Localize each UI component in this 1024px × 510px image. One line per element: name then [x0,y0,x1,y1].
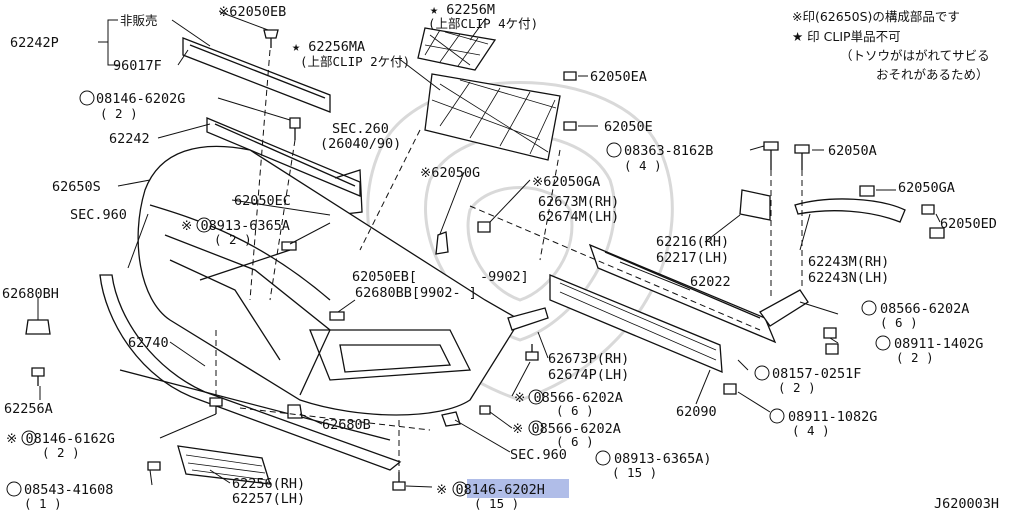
clips-and-bolts [25,29,945,491]
label-62242[interactable]: 62242 [109,131,150,147]
label-62256[interactable]: 62256(RH) [232,476,305,492]
bracket-62050G [435,231,449,255]
label-08157-0251F-qty: ( 2 ) [778,380,816,395]
label-62740[interactable]: 62740 [128,335,169,351]
label-08566-6202A-m1[interactable]: ※ 08566-6202A [514,390,623,406]
label-62674M[interactable]: 62674M(LH) [538,209,619,225]
label-9902: -9902] [480,269,529,285]
label-08363-8162B-qty: ( 4 ) [624,158,662,173]
label-62050EA[interactable]: 62050EA [590,69,647,85]
label-62090[interactable]: 62090 [676,404,717,420]
lower-lip-62740 [99,274,402,471]
label-62256MA[interactable]: ★ 62256MA [292,39,365,55]
label-sec260-sub: (26040/90) [320,136,401,152]
label-62256MA-sub: (上部CLIP 2ケ付) [300,54,410,69]
upper-grille-62256M [417,27,497,71]
note-line-4: おそれがあるため） [876,67,989,82]
label-08146-6202G[interactable]: 08146-6202G [96,91,185,107]
label-62257[interactable]: 62257(LH) [232,491,305,507]
label-62673M[interactable]: 62673M(RH) [538,194,619,210]
label-08363-8162B[interactable]: 08363-8162B [624,143,713,159]
label-08566-6202A-right-qty: ( 6 ) [880,315,918,330]
label-62673P[interactable]: 62673P(RH) [548,351,629,367]
label-08911-1402G-qty: ( 2 ) [896,350,934,365]
label-62256M[interactable]: ★ 62256M [430,2,495,18]
label-08543-41608[interactable]: 08543-41608 [24,482,113,498]
label-08913-6365A-bottom-qty: ( 15 ) [612,465,657,480]
note-line-2: ★ 印 CLIP単品不可 [792,29,901,44]
label-08913-6365A-top-qty: ( 2 ) [214,232,252,247]
label-08913-6365A-top[interactable]: ※ 08913-6365A [181,218,290,234]
label-08911-1402G[interactable]: 08911-1402G [894,336,983,352]
label-62022[interactable]: 62022 [690,274,731,290]
side-bracket [759,289,809,327]
label-62217[interactable]: 62217(LH) [656,250,729,266]
label-62243M[interactable]: 62243M(RH) [808,254,889,270]
label-62256A[interactable]: 62256A [4,401,53,417]
label-62216[interactable]: 62216(RH) [656,234,729,250]
label-hihanbai: 非販売 [120,13,158,28]
label-08146-6162G[interactable]: ※ 08146-6162G [6,431,115,447]
absorber-62090 [549,274,723,374]
label-sec960-left[interactable]: SEC.960 [70,207,127,223]
reinforcement-bar-62242P [182,37,331,113]
label-62050ED[interactable]: 62050ED [940,216,997,232]
label-62674P[interactable]: 62674P(LH) [548,367,629,383]
label-08146-6202H-qty: ( 15 ) [474,496,519,510]
label-62050GA-mid[interactable]: ※62050GA [532,174,600,190]
label-62050GA-right[interactable]: 62050GA [898,180,955,196]
label-08911-1082G[interactable]: 08911-1082G [788,409,877,425]
label-08566-6202A-m2-qty: ( 6 ) [556,434,594,449]
label-62050EC[interactable]: 62050EC [234,193,291,209]
label-62050EB-mid[interactable]: 62050EB[ [352,269,417,285]
diagram-id: J620003H [934,496,999,510]
legend-notes: ※印(62650S)の構成部品です ★ 印 CLIP単品不可 （トソウがはがれて… [792,9,990,82]
bumper-fascia-62650S [137,145,521,416]
label-08157-0251F[interactable]: 08157-0251F [772,366,861,382]
label-62650S[interactable]: 62650S [52,179,101,195]
label-62680BB[interactable]: 62680BB[9902- ] [355,285,477,301]
reinforcement-62022 [588,243,777,344]
selection-highlight [467,479,569,498]
label-sec260[interactable]: SEC.260 [332,121,389,137]
label-62256M-sub: (上部CLIP 4ケ付) [428,16,538,31]
lower-grille-62256MA [424,73,561,161]
trim-62673P [507,307,549,331]
label-08911-1082G-qty: ( 4 ) [792,423,830,438]
label-08146-6202H[interactable]: ※ 08146-6202H [436,482,545,498]
label-62680BH[interactable]: 62680BH [2,286,59,302]
label-62242P[interactable]: 62242P [10,35,59,51]
fog-cover-62256 [177,445,271,485]
bracket-62243M [794,198,906,223]
reinforcement-bar-62242 [206,117,363,215]
label-sec960-bottom[interactable]: SEC.960 [510,447,567,463]
label-08913-6365A-bottom[interactable]: 08913-6365A) [614,451,712,467]
label-08566-6202A-m1-qty: ( 6 ) [556,403,594,418]
label-08543-41608-qty: ( 1 ) [24,496,62,510]
label-62050E[interactable]: 62050E [604,119,653,135]
circled-prefixes [6,90,891,497]
label-62680B[interactable]: 62680B [322,417,371,433]
note-line-3: （トソウがはがれてサビる [840,48,990,63]
label-62243N[interactable]: 62243N(LH) [808,270,889,286]
bracket-62216 [739,189,771,221]
label-08566-6202A-right[interactable]: 08566-6202A [880,301,969,317]
label-62050G[interactable]: ※62050G [420,165,480,181]
note-line-1: ※印(62650S)の構成部品です [792,9,960,24]
part-labels: 62242P 非販売 96017F ※62050EB ★ 62256M (上部C… [2,2,997,510]
leader-lines [37,11,941,488]
label-08566-6202A-m2[interactable]: ※ 08566-6202A [512,421,621,437]
label-08146-6162G-qty: ( 2 ) [42,445,80,460]
label-96017F[interactable]: 96017F [113,58,162,74]
label-08146-6202G-qty: ( 2 ) [100,106,138,121]
label-62050EB-top[interactable]: ※62050EB [218,4,286,20]
label-62050A[interactable]: 62050A [828,143,877,159]
